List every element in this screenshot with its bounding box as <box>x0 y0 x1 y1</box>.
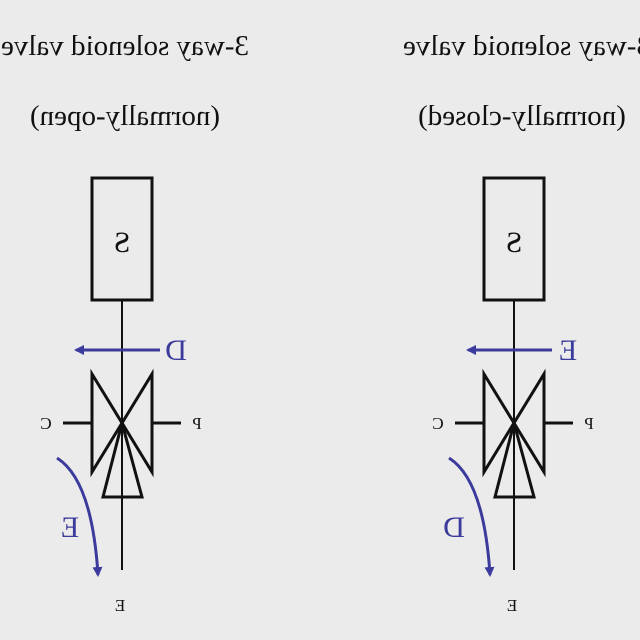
diagram-subtitle: (normally-open) <box>30 100 220 132</box>
port-p-label: P <box>192 414 201 433</box>
port-e-label: E <box>115 596 125 615</box>
diagram-title: 3-way solenoid valve <box>403 30 640 62</box>
port-c-label: C <box>432 414 443 433</box>
flow-arrow-label: E <box>559 334 577 367</box>
port-e-label: E <box>507 596 517 615</box>
valve-exhaust-triangle <box>101 417 144 499</box>
curved-arrow-label: E <box>61 511 79 544</box>
port-p-label: P <box>584 414 593 433</box>
flow-arrow-label: D <box>165 334 187 367</box>
solenoid-label: S <box>114 226 131 259</box>
flow-arrow-curved <box>56 456 103 577</box>
solenoid-label: S <box>506 226 523 259</box>
diagram-subtitle: (normally-closed) <box>418 100 626 132</box>
valve-bowtie <box>90 368 154 478</box>
port-c-label: C <box>40 414 51 433</box>
diagram-title: 3-way solenoid valve <box>1 30 249 62</box>
valve-bowtie <box>482 368 546 478</box>
diagram-normally-open: 3-way solenoid valve (normally-open) S D… <box>1 30 249 615</box>
flow-arrow-curved <box>448 456 495 577</box>
diagram-normally-closed: 3-way solenoid valve (normally-closed) S… <box>403 30 640 615</box>
curved-arrow-label: D <box>443 511 465 544</box>
valve-exhaust-triangle <box>493 417 536 499</box>
